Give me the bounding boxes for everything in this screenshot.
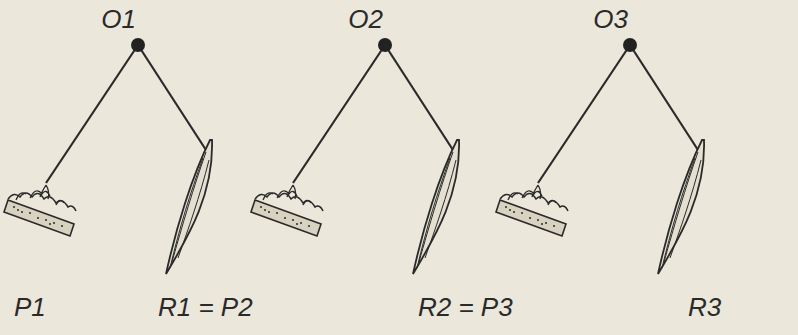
neuron-label: O3 xyxy=(593,4,628,34)
receptor-effector-label: R2 = P3 xyxy=(418,292,513,322)
neuron-label: O1 xyxy=(101,4,136,34)
neuron-node: O1 xyxy=(101,4,148,53)
reflex-arc-3 xyxy=(496,45,704,274)
neuron-node: O2 xyxy=(348,4,395,53)
receptor-effector-label: R1 = P2 xyxy=(158,292,253,322)
reflex-arc-2 xyxy=(251,45,459,274)
reflex-arc-1 xyxy=(4,45,212,274)
neuron-dot xyxy=(623,38,637,52)
neuron-dot xyxy=(131,38,145,52)
receptor-effector-label: P1 xyxy=(14,292,46,322)
neuron-label: O2 xyxy=(348,4,383,34)
neuron-dot xyxy=(378,38,392,52)
neuron-node: O3 xyxy=(593,4,640,53)
receptor-effector-label: R3 xyxy=(688,292,721,322)
